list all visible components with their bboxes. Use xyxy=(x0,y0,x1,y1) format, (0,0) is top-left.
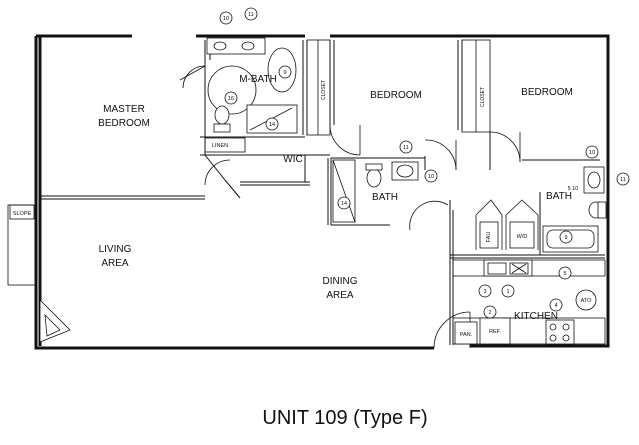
unit-caption: UNIT 109 (Type F) xyxy=(262,407,427,429)
callout-5: 5 xyxy=(563,271,566,277)
master-bedroom-label-2: BEDROOM xyxy=(98,118,150,129)
master-bedroom-label: MASTER xyxy=(103,104,145,115)
callout-9-bath2: 9 xyxy=(564,235,567,241)
callout-10-top: 10 xyxy=(223,16,229,22)
m-bath-label: M-BATH xyxy=(239,74,277,85)
callout-11-bath2: 11 xyxy=(620,177,626,183)
kitchen-fixtures: ATO xyxy=(452,259,606,345)
callout-4: 4 xyxy=(554,303,557,309)
patio xyxy=(7,204,37,286)
dining-area-label: DINING xyxy=(323,276,358,287)
callout-14-mbath: 14 xyxy=(269,122,275,128)
callout-1: 1 xyxy=(506,289,509,295)
wic-label: WIC xyxy=(283,154,302,165)
bedroom-a-label: BEDROOM xyxy=(370,90,422,101)
callout-16: 16 xyxy=(228,96,234,102)
master-bath-fixtures xyxy=(204,37,298,153)
ato-label: ATO xyxy=(581,298,593,304)
linen-label: LINEN xyxy=(212,143,228,149)
closet-label-2: CLOSET xyxy=(480,87,486,107)
pan-label: PAN. xyxy=(460,332,473,338)
closet-label-1: CLOSET xyxy=(321,80,327,100)
wd-label: W/D xyxy=(517,234,528,240)
living-area-label-2: AREA xyxy=(101,258,129,269)
callout-11-bath: 11 xyxy=(403,145,409,151)
hall-bath-fixtures xyxy=(332,159,419,223)
bath-note-label: 5 10 xyxy=(568,186,579,192)
fireplace xyxy=(39,299,71,343)
bath-1-label: BATH xyxy=(372,192,398,203)
callout-10-bath2: 10 xyxy=(589,150,595,156)
bath-2-label: BATH xyxy=(546,191,572,202)
bath-2-fixtures xyxy=(542,166,607,253)
callout-10-bath: 10 xyxy=(428,174,434,180)
callout-9-mbath: 9 xyxy=(283,70,286,76)
kitchen-label: KITCHEN xyxy=(514,311,558,322)
callout-2: 2 xyxy=(488,310,491,316)
exterior-walls xyxy=(34,34,610,350)
callout-11-top: 11 xyxy=(248,12,254,18)
callouts: 10 11 9 16 14 11 10 14 10 11 9 5 3 1 2 4 xyxy=(219,7,630,319)
dining-area-label-2: AREA xyxy=(326,290,354,301)
ref-label: REF. xyxy=(489,329,501,335)
living-area-label: LIVING xyxy=(99,244,132,255)
bedroom-b-label: BEDROOM xyxy=(521,87,573,98)
callout-14-bath: 14 xyxy=(341,201,347,207)
fau-label: FAU xyxy=(486,232,492,243)
slope-label: SLOPE xyxy=(13,211,32,217)
laundry xyxy=(475,199,539,250)
callout-3: 3 xyxy=(483,289,486,295)
closets: CLOSET CLOSET xyxy=(306,39,491,136)
